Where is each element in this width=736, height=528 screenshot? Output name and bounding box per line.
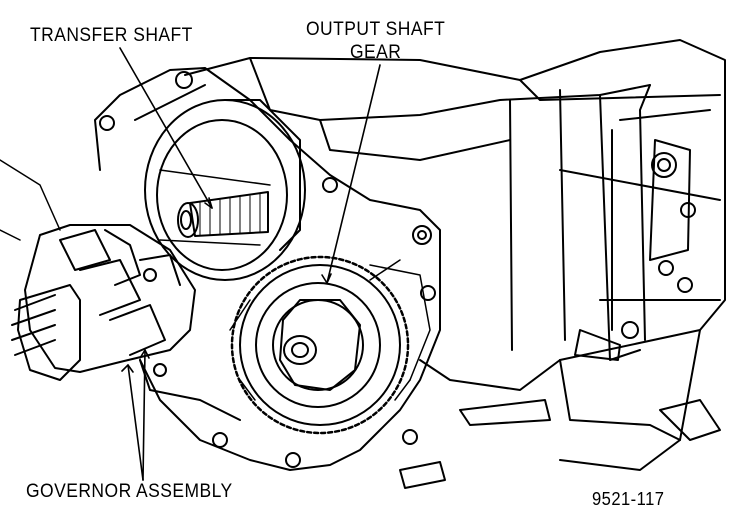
governor-leader	[142, 349, 146, 481]
governor-assembly	[0, 159, 196, 381]
output-gear-leader	[326, 64, 381, 284]
leader-lines	[119, 47, 381, 481]
output-shaft-gear-label-line1: OUTPUT SHAFT	[306, 19, 446, 40]
output-shaft-gear	[229, 255, 431, 435]
transfer-shaft	[177, 191, 269, 238]
governor-leader-2	[127, 364, 144, 481]
transfer-shaft-leader	[119, 47, 213, 209]
output-shaft-gear-label-line2: GEAR	[350, 42, 402, 63]
figure-number: 9521-117	[592, 489, 665, 509]
governor-assembly-label: GOVERNOR ASSEMBLY	[26, 481, 233, 502]
lower-housing	[139, 359, 561, 489]
transmission-case	[184, 39, 726, 471]
transfer-shaft-bore	[144, 99, 306, 281]
transfer-shaft-label: TRANSFER SHAFT	[30, 25, 193, 46]
